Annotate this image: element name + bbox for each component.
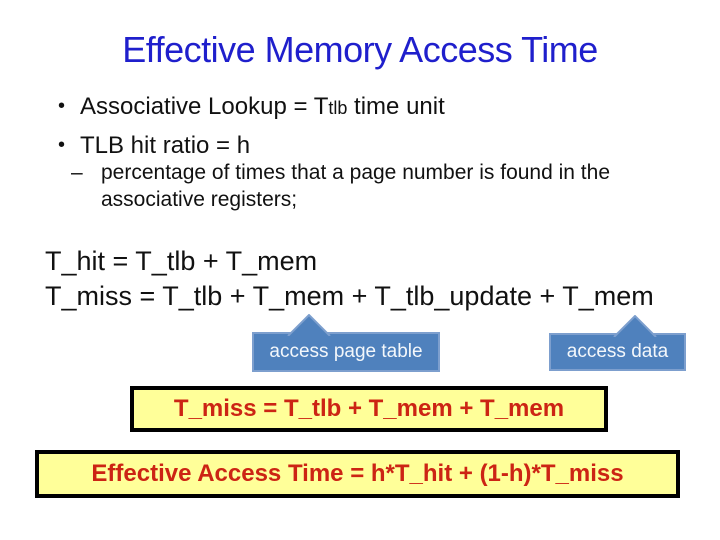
bullet-item-associative-lookup: • Associative Lookup = Ttlb time unit bbox=[58, 88, 698, 127]
highlight-box-text: Effective Access Time = h*T_hit + (1-h)*… bbox=[91, 460, 624, 487]
callout-pointer-up-icon bbox=[287, 314, 331, 336]
sub-bullet-text: percentage of times that a page number i… bbox=[101, 161, 610, 211]
callout-access-page-table: access page table bbox=[252, 314, 440, 372]
bullet-text: TLB hit ratio = h bbox=[80, 132, 251, 159]
callout-pointer-up-icon bbox=[613, 315, 657, 337]
bullet-marker-icon: • bbox=[58, 95, 66, 117]
slide-title: Effective Memory Access Time bbox=[122, 29, 598, 70]
sub-bullet-percentage: – percentage of times that a page number… bbox=[71, 159, 671, 213]
bullet1-text-subscript: tlb bbox=[328, 98, 348, 118]
highlight-box-text: T_miss = T_tlb + T_mem + T_mem bbox=[173, 395, 565, 422]
bullet-text: Associative Lookup = Ttlb time unit bbox=[80, 88, 445, 127]
equation-block: T_hit = T_tlb + T_mem T_miss = T_tlb + T… bbox=[45, 244, 715, 314]
bullet-item-tlb-hit-ratio: • TLB hit ratio = h bbox=[58, 127, 698, 164]
equation-t-hit: T_hit = T_tlb + T_mem bbox=[45, 246, 318, 276]
bullet1-text-post: time unit bbox=[347, 93, 445, 120]
bullet1-text-pre: Associative Lookup = T bbox=[80, 93, 329, 120]
highlight-box-effective-access-time: Effective Access Time = h*T_hit + (1-h)*… bbox=[35, 450, 680, 498]
bullet-marker-icon: • bbox=[58, 134, 66, 156]
equation-t-miss: T_miss = T_tlb + T_mem + T_tlb_update + … bbox=[45, 281, 654, 311]
highlight-box-t-miss: T_miss = T_tlb + T_mem + T_mem bbox=[130, 386, 608, 432]
callout-access-data: access data bbox=[549, 315, 686, 371]
callout-label: access page table bbox=[269, 341, 423, 362]
callout-label: access data bbox=[566, 341, 669, 362]
dash-marker-icon: – bbox=[71, 161, 83, 184]
bullet-list: • Associative Lookup = Ttlb time unit • … bbox=[58, 88, 698, 164]
